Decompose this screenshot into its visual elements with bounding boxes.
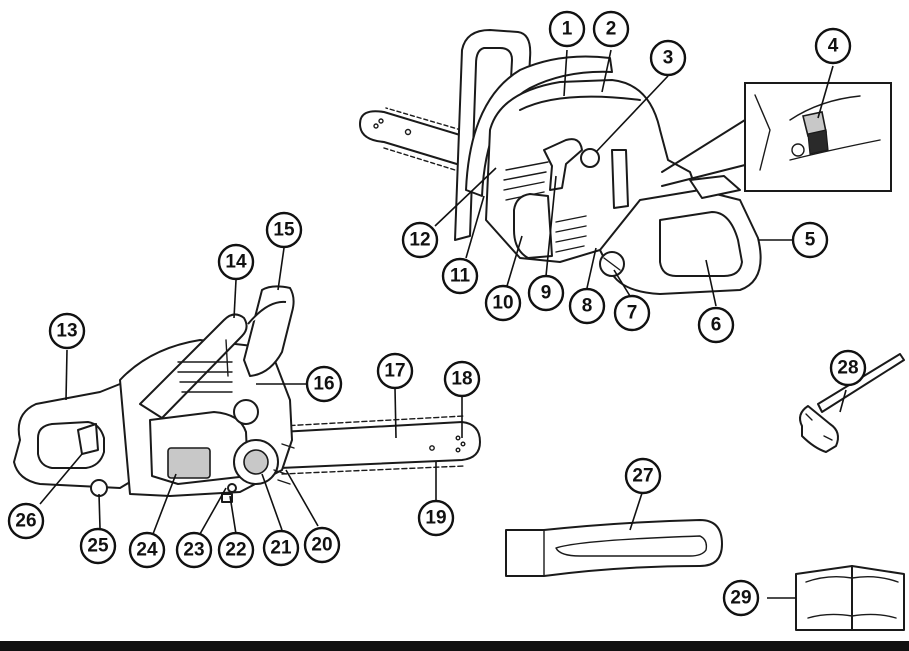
- svg-text:5: 5: [805, 230, 816, 251]
- callout-1: 1: [548, 10, 586, 48]
- svg-text:3: 3: [663, 48, 674, 69]
- bar-scabbard-illustration: [505, 519, 723, 577]
- svg-text:17: 17: [384, 361, 405, 382]
- callout-8: 8: [568, 287, 606, 325]
- svg-text:9: 9: [541, 283, 552, 304]
- svg-text:19: 19: [425, 508, 446, 529]
- svg-text:14: 14: [225, 252, 247, 273]
- callout-22: 22: [217, 531, 255, 569]
- lower-guide-bar: [279, 415, 481, 475]
- callout-12: 12: [401, 221, 439, 259]
- svg-text:24: 24: [136, 540, 158, 561]
- leader-lines: [39, 49, 847, 599]
- stop-switch-inset: [661, 82, 892, 192]
- callout-29: 29: [722, 579, 760, 617]
- chainsaw-assembled-illustration: [359, 29, 892, 295]
- svg-text:8: 8: [582, 296, 593, 317]
- callout-5: 5: [791, 221, 829, 259]
- callout-19: 19: [417, 499, 455, 537]
- lower-front-handle: [139, 313, 248, 419]
- hand-guard: [243, 285, 295, 377]
- svg-text:15: 15: [273, 220, 295, 241]
- callout-24: 24: [128, 531, 166, 569]
- callout-28: 28: [829, 349, 867, 387]
- callout-13: 13: [48, 312, 86, 350]
- svg-text:16: 16: [313, 374, 334, 395]
- svg-text:27: 27: [632, 466, 653, 487]
- svg-text:20: 20: [311, 535, 332, 556]
- svg-text:6: 6: [711, 315, 722, 336]
- callout-23: 23: [175, 531, 213, 569]
- callout-7: 7: [613, 294, 651, 332]
- svg-text:2: 2: [606, 19, 617, 40]
- callout-18: 18: [443, 360, 481, 398]
- svg-text:26: 26: [15, 511, 36, 532]
- svg-text:29: 29: [730, 588, 751, 609]
- callout-11: 11: [441, 257, 479, 295]
- chainsaw-side-illustration: [13, 285, 481, 503]
- callout-20: 20: [303, 526, 341, 564]
- svg-text:23: 23: [183, 540, 204, 561]
- svg-text:18: 18: [451, 369, 472, 390]
- callout-15: 15: [265, 211, 303, 249]
- svg-text:22: 22: [225, 540, 246, 561]
- svg-text:13: 13: [56, 321, 77, 342]
- callout-14: 14: [217, 243, 255, 281]
- callout-17: 17: [376, 352, 414, 390]
- operators-manual-icon: [795, 565, 905, 631]
- callout-26: 26: [7, 502, 45, 540]
- svg-text:1: 1: [562, 19, 573, 40]
- callout-3: 3: [649, 39, 687, 77]
- callout-25: 25: [79, 527, 117, 565]
- svg-text:11: 11: [450, 266, 471, 287]
- callout-6: 6: [697, 306, 735, 344]
- upper-guide-bar: [359, 107, 471, 175]
- svg-text:25: 25: [87, 536, 109, 557]
- svg-text:7: 7: [627, 303, 638, 324]
- callout-4: 4: [814, 27, 852, 65]
- svg-text:21: 21: [270, 538, 292, 559]
- callout-2: 2: [592, 10, 630, 48]
- svg-text:4: 4: [828, 36, 839, 57]
- callout-16: 16: [305, 365, 343, 403]
- combination-wrench-illustration: [799, 353, 905, 453]
- callout-21: 21: [262, 529, 300, 567]
- callout-27: 27: [624, 457, 662, 495]
- svg-text:12: 12: [409, 230, 430, 251]
- callout-10: 10: [484, 284, 522, 322]
- svg-text:10: 10: [492, 293, 513, 314]
- callout-9: 9: [527, 274, 565, 312]
- bottom-rule: [0, 641, 909, 651]
- svg-text:28: 28: [837, 358, 858, 379]
